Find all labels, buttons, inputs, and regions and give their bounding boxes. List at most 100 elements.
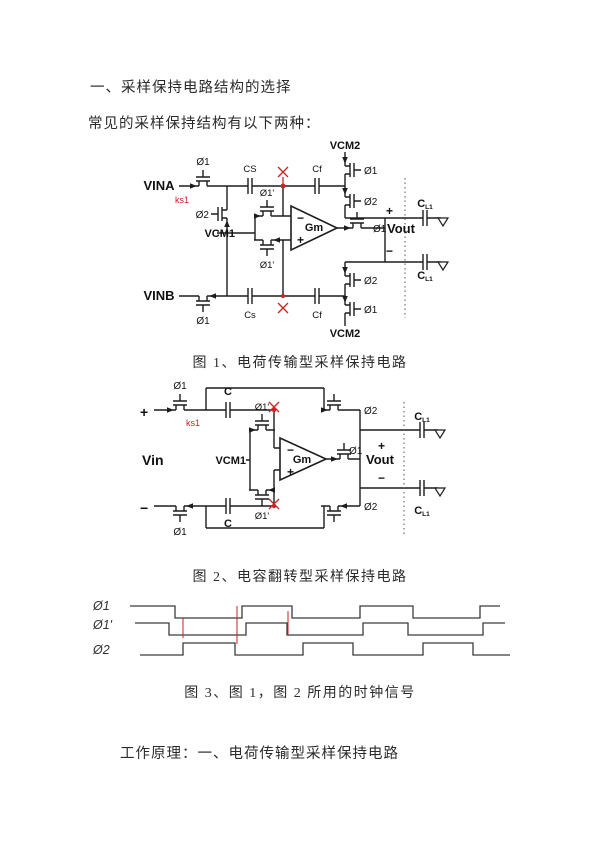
fig2-phi1-label: Ø1 [349, 446, 363, 457]
fig2-switch-phi2-top [320, 393, 348, 414]
fig1-ground-top-icon [437, 217, 449, 227]
fig1-vout-plus: + [386, 204, 393, 218]
fig1-red-annotations [277, 166, 289, 314]
fig1-gm-amplifier [290, 204, 339, 252]
fig2-vcm1-label: VCM1 [215, 455, 246, 467]
fig1-cap-cs-top [241, 177, 259, 195]
fig2-switch-phi1-bottom [166, 502, 194, 523]
fig1-ks1-label: ks1 [175, 195, 189, 205]
fig1-switch-phi2-bottom [341, 266, 362, 294]
fig1-switch-phi1-out [343, 211, 371, 232]
fig1-cf-label: Cf [312, 164, 322, 175]
figure2-circuit-diagram: + − Vin Ø1 Ø1 ks1 C C Ø1' Ø1' VCM1 − + G… [140, 381, 446, 538]
fig2-gm-plus-input: + [287, 465, 294, 479]
fig2-cap-c-top [219, 401, 237, 419]
fig2-vout-label: Vout [366, 452, 395, 467]
fig2-c-top-label: C [224, 386, 232, 398]
fig1-vout-minus: − [386, 244, 393, 258]
fig1-cap-cl-bottom [416, 253, 434, 271]
fig2-red-annotations [268, 401, 280, 510]
fig1-cap-cf-top [308, 177, 326, 195]
fig1-switch-phi2-left [210, 200, 231, 228]
fig1-vcm1-label: VCM1 [204, 228, 235, 240]
fig1-cap-cf-bottom [308, 287, 326, 305]
fig1-phi1-label: Ø1 [196, 316, 210, 327]
fig1-cl1-top-label: CL1 [417, 198, 433, 211]
fig1-switch-phi1-vcm2-bottom [341, 295, 362, 323]
fig3-phi1-label: Ø1 [92, 599, 110, 613]
section-heading: 一、采样保持电路结构的选择 [90, 80, 292, 96]
fig1-switch-phi1-vinb [189, 292, 217, 313]
fig1-phi2-label: Ø2 [364, 276, 378, 287]
fig2-vout-minus: − [378, 471, 385, 485]
fig2-ks1-label: ks1 [186, 418, 200, 428]
fig1-phi1adv-label: Ø1' [260, 188, 275, 199]
fig1-cs-label: Cs [244, 310, 256, 321]
fig2-vout-plus: + [378, 439, 385, 453]
fig3-phi1adv-label: Ø1' [92, 618, 113, 632]
fig1-phi1-label: Ø1 [364, 166, 378, 177]
fig1-phi2-label: Ø2 [364, 197, 378, 208]
fig2-phi2-label: Ø2 [364, 502, 378, 513]
fig2-phi1adv-label: Ø1' [255, 511, 270, 522]
fig2-vin-label: Vin [142, 452, 164, 468]
fig1-phi1-label: Ø1 [196, 157, 210, 168]
fig3-phi2-label: Ø2 [92, 643, 110, 657]
footer-paragraph: 工作原理：一、电荷传输型采样保持电路 [120, 746, 399, 762]
fig1-vina-label: VINA [143, 178, 175, 193]
fig1-vinb-label: VINB [143, 288, 174, 303]
fig1-switch-phi1adv-top [253, 199, 281, 220]
figure3-caption: 图 3、图 1，图 2 所用的时钟信号 [184, 686, 416, 701]
fig1-gm-minus-input: − [297, 211, 304, 225]
intro-paragraph: 常见的采样保持结构有以下两种： [88, 116, 321, 132]
fig2-phi1-label: Ø1 [173, 527, 187, 538]
fig1-switch-phi1-vcm2-top [341, 156, 362, 184]
fig1-gm-plus-input: + [297, 233, 304, 247]
fig1-switch-phi1adv-bottom [253, 236, 281, 257]
fig2-phi1adv-label: Ø1' [255, 402, 270, 413]
fig1-ground-bottom-icon [437, 261, 449, 271]
fig1-switch-phi1-vina [189, 169, 217, 190]
fig2-phi1-label: Ø1 [173, 381, 187, 392]
fig1-cs-label: CS [243, 164, 256, 175]
fig1-cap-cs-bottom [241, 287, 259, 305]
fig1-vcm2-top-label: VCM2 [330, 140, 361, 152]
fig2-input-plus: + [140, 404, 148, 420]
fig1-wires [179, 152, 441, 326]
fig2-ground-bottom-icon [434, 487, 446, 497]
fig1-phi1-label: Ø1 [364, 305, 378, 316]
fig1-phi1-label: Ø1 [373, 224, 387, 235]
fig2-cap-cl-top [413, 421, 431, 439]
fig2-phi2-label: Ø2 [364, 406, 378, 417]
fig1-vcm2-bottom-label: VCM2 [330, 328, 361, 340]
figure2-caption: 图 2、电容翻转型采样保持电路 [192, 570, 408, 585]
fig1-cl1-bottom-label: CL1 [417, 270, 433, 283]
fig2-switch-phi2-bottom [320, 502, 348, 523]
fig2-cap-cl-bottom [413, 479, 431, 497]
fig1-cap-cl-top [416, 209, 434, 227]
figure1-caption: 图 1、电荷传输型采样保持电路 [192, 356, 408, 371]
fig2-gm-label: Gm [293, 454, 312, 466]
fig2-cl1-bottom-label: CL1 [414, 505, 430, 518]
fig1-vout-label: Vout [387, 221, 416, 236]
fig2-c-bottom-label: C [224, 518, 232, 530]
fig1-cf-label: Cf [312, 310, 322, 321]
fig2-switch-phi1adv-top [248, 413, 276, 434]
fig1-switch-phi2-top [341, 187, 362, 215]
figure3-clock-waveforms: Ø1 Ø1' Ø2 [92, 599, 510, 657]
fig2-cl1-top-label: CL1 [414, 411, 430, 424]
clock-trace [140, 642, 510, 656]
fig2-switch-phi1adv-bottom [248, 486, 276, 507]
clock-trace [135, 622, 505, 636]
fig2-cap-c-bottom [219, 497, 237, 515]
fig2-ground-top-icon [434, 429, 446, 439]
fig1-phi1adv-label: Ø1' [260, 260, 275, 271]
clock-trace [130, 605, 500, 619]
fig2-switch-phi1-top [166, 393, 194, 414]
fig1-gm-label: Gm [305, 222, 324, 234]
fig3-trace-area [130, 605, 510, 656]
fig2-input-minus: − [140, 500, 148, 516]
fig2-gm-minus-input: − [287, 443, 294, 457]
fig2-gm-amplifier [279, 436, 328, 482]
